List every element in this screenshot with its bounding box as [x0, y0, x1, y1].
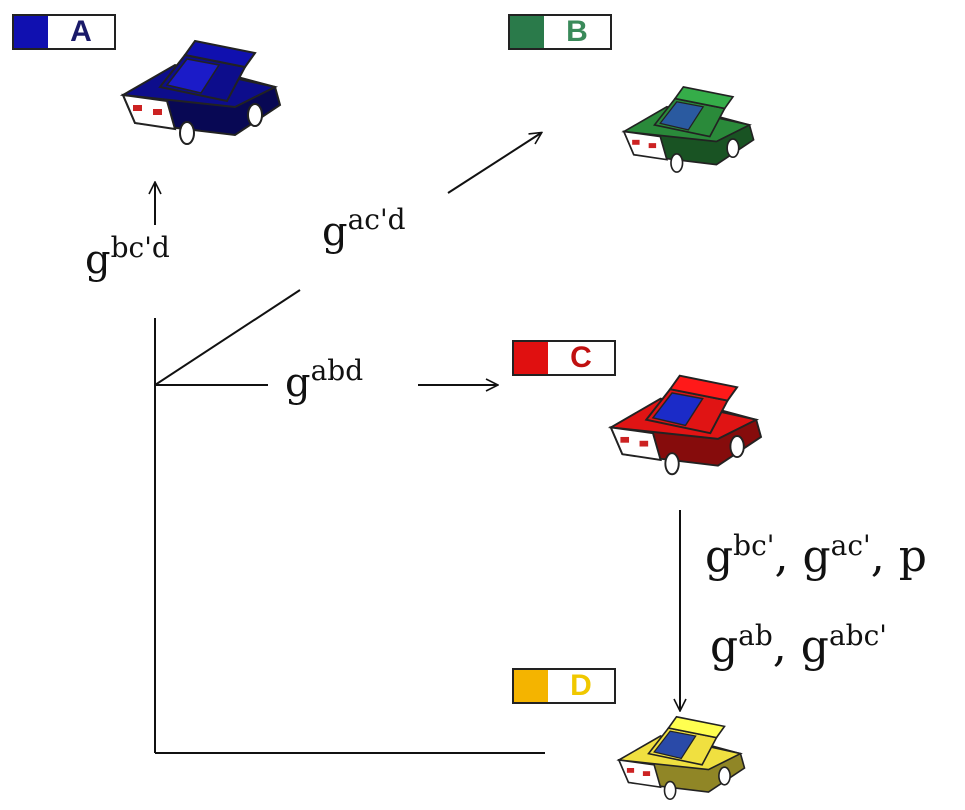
- node-A-swatch: [14, 16, 48, 48]
- formula-base: g: [710, 621, 739, 672]
- formula-base: g: [85, 237, 111, 283]
- formula-C-to-D-line2: gab, gabc': [710, 622, 887, 669]
- node-A-label: A: [12, 14, 116, 50]
- formula-base: p: [898, 531, 927, 582]
- node-C-label: C: [512, 340, 616, 376]
- formula-sup: ab: [738, 619, 773, 652]
- car-roof: [668, 374, 739, 402]
- formula-C-to-D-line1: gbc', gac', p: [705, 532, 927, 579]
- separator: ,: [774, 531, 803, 582]
- node-B-swatch: [510, 16, 544, 48]
- formula-base: g: [322, 209, 348, 255]
- formula-base: g: [705, 531, 734, 582]
- car-front-face: [121, 93, 177, 131]
- formula-sup: bc': [733, 529, 775, 562]
- car-headlight: [626, 768, 635, 773]
- node-D-label: D: [512, 668, 616, 704]
- car-windshield: [651, 392, 704, 427]
- node-C-letter: C: [570, 341, 592, 374]
- formula-base: g: [802, 531, 831, 582]
- node-A-letter: A: [70, 15, 92, 48]
- formula-base: g: [285, 360, 311, 406]
- car-headlight: [620, 436, 630, 443]
- separator: ,: [772, 621, 801, 672]
- car-front-face: [617, 759, 662, 789]
- car-wheel: [247, 103, 263, 127]
- formula-sup: ac'd: [347, 203, 406, 236]
- line-junction-to-B-lower: [154, 289, 301, 386]
- car-B-icon: [621, 86, 755, 173]
- car-wheel: [663, 780, 677, 800]
- car-wheel: [179, 121, 195, 145]
- car-wheel: [718, 766, 731, 786]
- arrow-to-B: [447, 133, 541, 194]
- formula-sup: abd: [310, 354, 364, 387]
- formula-sup: ac': [830, 529, 871, 562]
- car-D-icon: [616, 715, 746, 800]
- car-headlight: [639, 440, 649, 447]
- car-windshield: [165, 58, 221, 94]
- car-wheel: [729, 435, 745, 458]
- car-C-icon: [607, 374, 763, 476]
- formula-sup: abc': [828, 619, 887, 652]
- node-C-swatch: [514, 342, 548, 374]
- car-headlight: [648, 143, 657, 149]
- formula-sup: bc'd: [110, 231, 170, 264]
- car-wheel: [726, 138, 740, 158]
- formula-base: g: [800, 621, 829, 672]
- car-headlight: [632, 139, 640, 145]
- node-D-swatch: [514, 670, 548, 702]
- car-headlight: [642, 771, 651, 776]
- car-windshield: [653, 730, 697, 760]
- formula-to-A: gbc'd: [85, 234, 170, 283]
- car-front-face: [622, 130, 668, 161]
- car-front-face: [609, 426, 662, 462]
- car-roof: [667, 715, 726, 739]
- car-roof: [673, 86, 735, 110]
- car-roof: [183, 39, 257, 69]
- node-B-letter: B: [566, 15, 588, 48]
- formula-to-C: gabd: [285, 357, 363, 406]
- node-B-label: B: [508, 14, 612, 50]
- car-wheel: [664, 452, 680, 476]
- car-headlight: [153, 109, 162, 115]
- car-windshield: [659, 101, 705, 131]
- car-headlight: [133, 105, 142, 111]
- car-A-icon: [119, 39, 282, 145]
- formula-to-B: gac'd: [322, 206, 406, 255]
- separator: ,: [870, 531, 899, 582]
- car-wheel: [670, 153, 684, 173]
- node-D-letter: D: [570, 669, 592, 702]
